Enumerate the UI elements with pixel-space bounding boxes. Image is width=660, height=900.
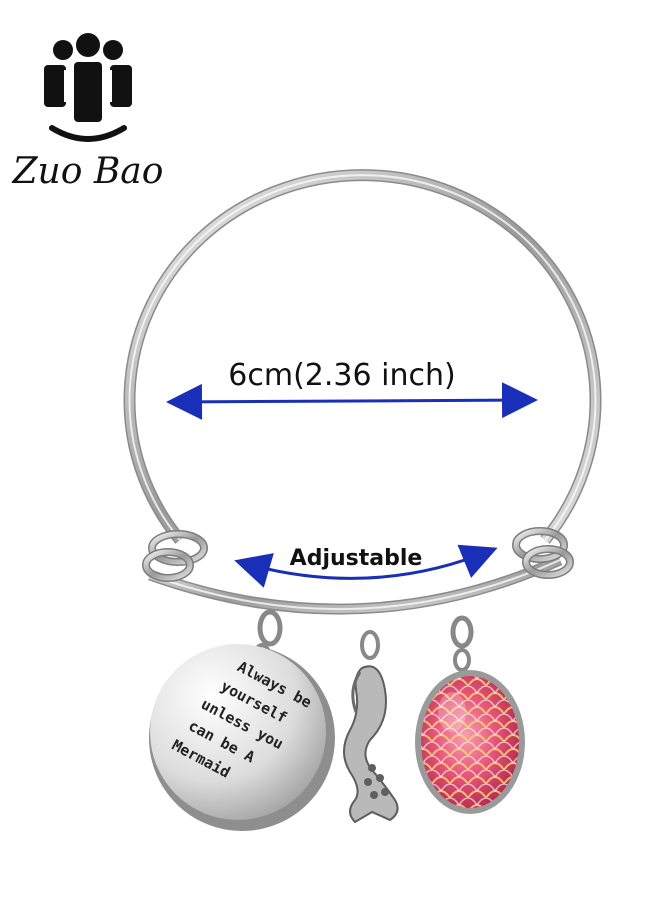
right-coil: [512, 527, 574, 579]
diameter-arrow: [166, 382, 538, 420]
diameter-measurement: 6cm(2.36 inch): [166, 358, 538, 420]
brand-name: Zuo Bao: [12, 151, 164, 192]
adjustable-arrow: [234, 544, 498, 588]
bangle: [123, 169, 602, 615]
left-coil: [142, 530, 208, 582]
brand-logo: Zuo Bao: [12, 33, 164, 192]
mermaid-scale-charm-icon: [415, 615, 525, 814]
adjustable-label: Adjustable: [290, 546, 423, 571]
three-people-logo-icon: [44, 33, 132, 142]
mermaid-charm-icon: [343, 630, 399, 824]
adjustable-measurement: Adjustable: [234, 544, 498, 588]
quote-disc-charm: Always be yourself unless you can be A M…: [149, 609, 335, 831]
diameter-label: 6cm(2.36 inch): [228, 358, 455, 393]
